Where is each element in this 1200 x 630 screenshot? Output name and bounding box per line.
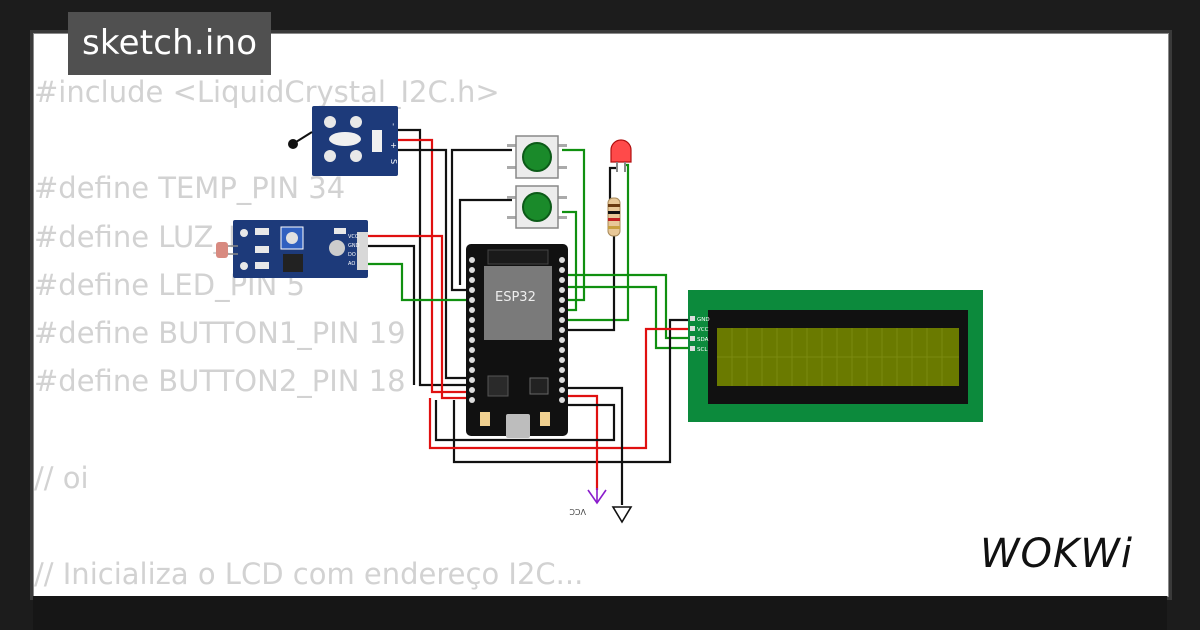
file-tab[interactable]: sketch.ino	[68, 12, 272, 75]
wire-lcd-gnd	[452, 318, 690, 464]
wire-vcc-rail	[566, 394, 599, 490]
esp32-pin-headers-left	[469, 257, 475, 403]
card-bottom-shadow	[33, 596, 1167, 630]
ldr-pin-gnd: GND	[348, 243, 360, 249]
ldr-pin-ao: AO	[348, 261, 355, 267]
lcd-pin-sda: SDA	[697, 337, 709, 343]
wire-extra-gnd	[434, 400, 616, 442]
lcd-pin-vcc: VCC	[697, 327, 709, 333]
temp-pin-plus: +	[389, 142, 398, 149]
thermistor-icon	[288, 139, 298, 149]
code-line: #define BUTTON2_PIN 18	[34, 364, 406, 399]
ldr-sensor-module[interactable]: VCC GND DO AO	[216, 220, 368, 278]
photoresistor-icon	[216, 242, 228, 258]
usb-port-icon	[506, 414, 530, 438]
code-line: #include <LiquidCrystal_I2C.h>	[34, 75, 500, 109]
wire-led-cathode	[608, 166, 617, 200]
lcd-pin-scl: SCL	[697, 347, 708, 353]
wire-lcd-sda	[566, 273, 690, 340]
code-line: // oi	[34, 460, 89, 495]
code-line: #define TEMP_PIN 34	[34, 171, 346, 206]
wokwi-logo: WOKWi	[980, 531, 1133, 577]
push-button-1[interactable]	[507, 135, 567, 179]
resistor[interactable]	[607, 197, 621, 237]
temp-pin-s: S	[389, 159, 398, 164]
wire-temp-vcc	[396, 138, 470, 394]
esp32-label: ESP32	[495, 290, 536, 305]
temp-pin-minus: -	[389, 123, 398, 126]
wire-resistor	[566, 236, 616, 332]
ground-icon	[611, 506, 633, 524]
esp32-pin-headers-right	[559, 257, 565, 403]
wire-led-anode	[566, 163, 630, 322]
wires	[368, 128, 690, 505]
lcd-display[interactable]: GND VCC SDA SCL	[688, 290, 983, 422]
esp32-board[interactable]: ESP32	[466, 244, 568, 438]
wire-ldr-gnd	[368, 244, 416, 385]
push-button-2[interactable]	[507, 185, 567, 229]
red-led[interactable]	[610, 139, 632, 172]
wire-btn1-a	[450, 148, 512, 292]
lcd-pin-gnd: GND	[697, 317, 710, 323]
lcd-character-grid	[717, 328, 959, 386]
code-line: // Inicializa o LCD com endereço I2C...	[34, 556, 584, 591]
code-line: #define BUTTON1_PIN 19	[34, 315, 406, 350]
wire-btn2-a	[458, 198, 512, 285]
wire-lcd-scl	[566, 285, 690, 350]
wokwi-logo-text: WOKWi	[980, 531, 1133, 577]
vcc-label: VCC	[569, 507, 586, 516]
code-preview: #include <LiquidCrystal_I2C.h> #define TE…	[34, 68, 583, 598]
temperature-sensor-module[interactable]: - + S	[288, 106, 398, 176]
wire-temp-signal	[396, 148, 470, 380]
wire-lcd-vcc	[428, 327, 690, 450]
ldr-pin-vcc: VCC	[348, 234, 359, 240]
wire-btn2-b	[562, 210, 578, 312]
ldr-pin-do: DO	[348, 252, 356, 258]
wire-gnd-rail	[566, 386, 624, 505]
vcc-symbol: VCC	[569, 488, 607, 516]
wire-ldr-ao	[368, 262, 470, 302]
wire-ldr-vcc	[368, 234, 470, 400]
wire-temp-gnd	[396, 128, 470, 387]
